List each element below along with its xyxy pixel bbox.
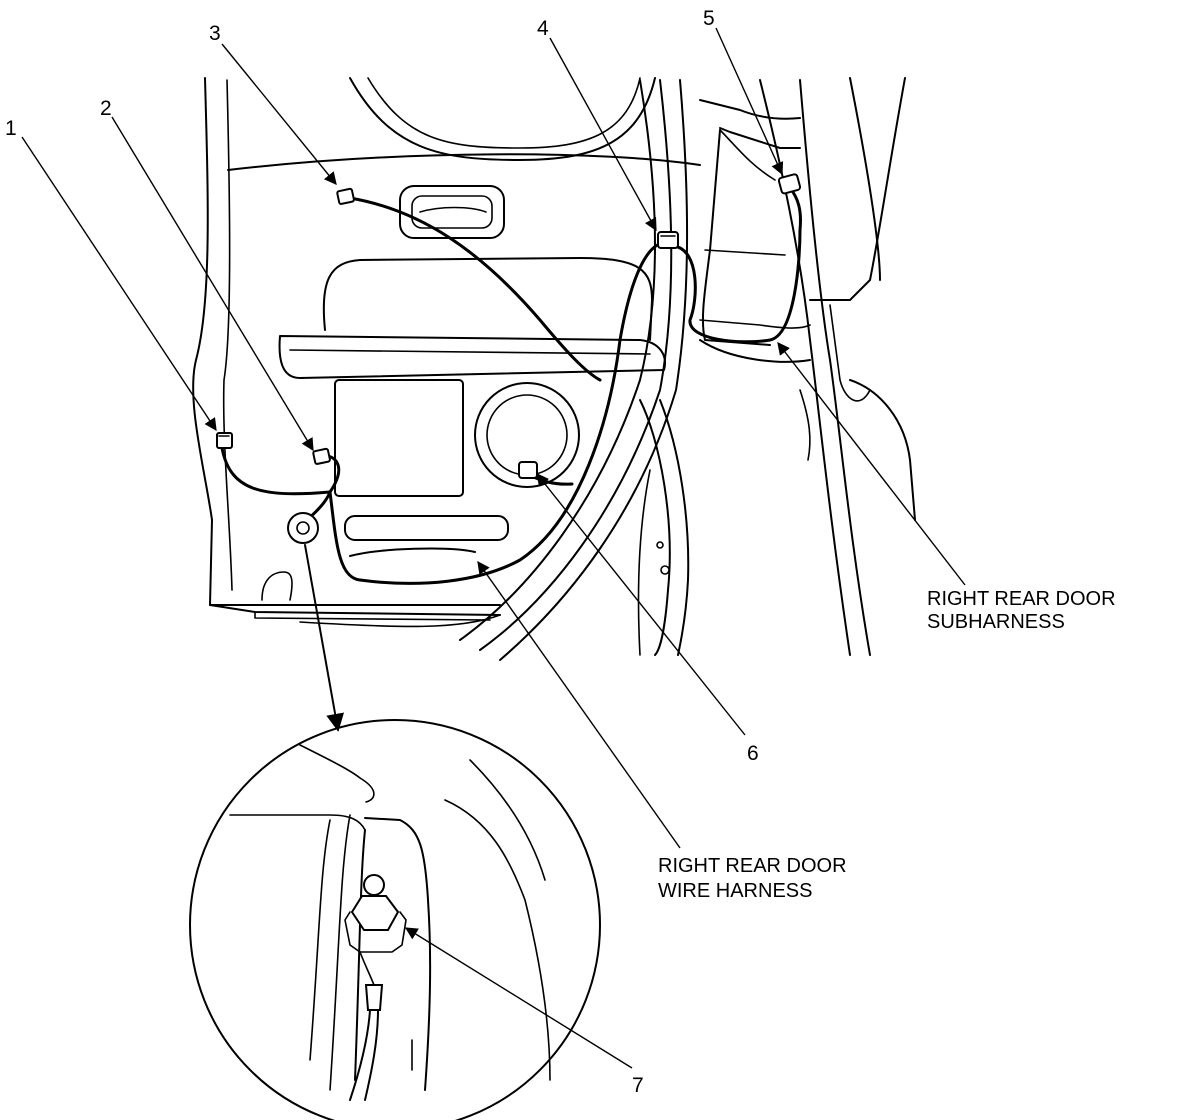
connector-1 [216, 432, 233, 449]
callout-4: 4 [537, 17, 549, 40]
leader-2 [111, 116, 314, 452]
callout-2: 2 [100, 97, 112, 120]
caption-wire-harness-line2: WIRE HARNESS [658, 880, 812, 902]
leader-1 [21, 136, 217, 432]
callout-3: 3 [209, 22, 221, 45]
callout-1: 1 [5, 117, 17, 140]
leader-3 [221, 43, 337, 185]
leader-5 [715, 27, 784, 176]
callout-7: 7 [632, 1074, 644, 1097]
leader-subharness [777, 342, 966, 586]
caption-subharness-line2: SUBHARNESS [927, 611, 1065, 633]
connector-5 [777, 173, 802, 195]
leader-4 [549, 37, 657, 232]
caption-wire-harness-line1: RIGHT REAR DOOR [658, 855, 847, 877]
leader-7 [404, 927, 633, 1069]
callout-6: 6 [747, 742, 759, 765]
door-panel [192, 77, 701, 621]
connector-2 [312, 447, 331, 465]
connector-4 [657, 231, 679, 249]
body-pillar [637, 77, 916, 656]
ground-terminal [287, 512, 319, 544]
zoom-arrow [304, 544, 345, 732]
door-edge [299, 79, 689, 661]
detail-view [189, 719, 601, 1120]
caption-subharness-line1: RIGHT REAR DOOR [927, 588, 1116, 610]
leader-wire-harness [477, 560, 681, 849]
leader-6 [536, 473, 746, 736]
callout-5: 5 [703, 7, 715, 30]
wire-harness [220, 186, 802, 585]
connector-3 [336, 187, 355, 205]
leader-lines [21, 27, 966, 1069]
connector-6 [518, 461, 538, 479]
